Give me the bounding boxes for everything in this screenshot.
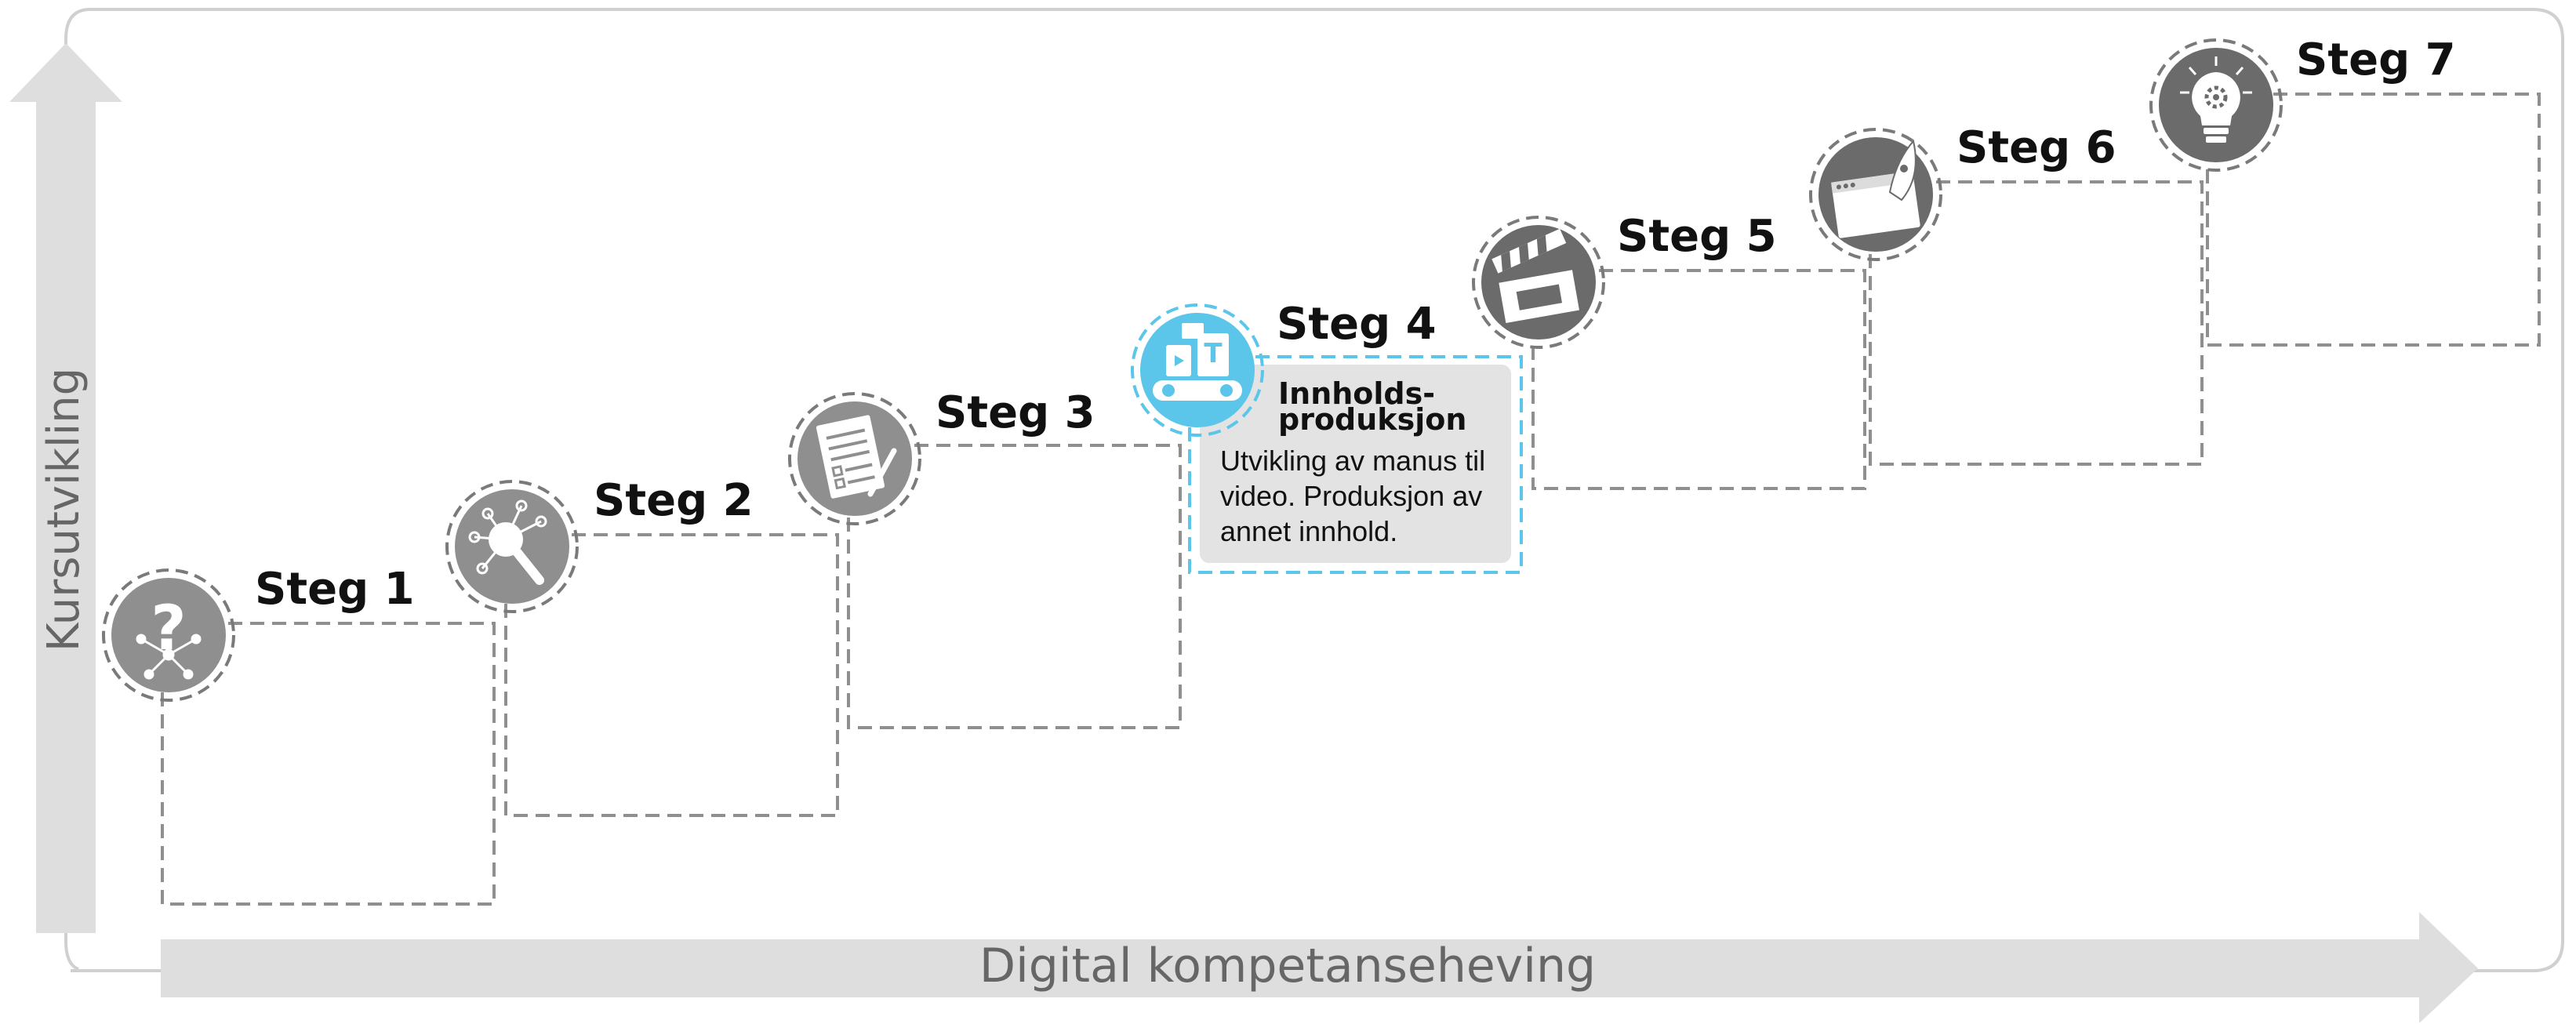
x-axis-arrow <box>161 912 2478 1023</box>
step-4-box <box>1188 355 1523 574</box>
step-2-label: Steg 2 <box>594 475 754 526</box>
step-7-label: Steg 7 <box>2296 34 2456 85</box>
detail-card-title-2: produksjon <box>1278 402 1466 437</box>
x-axis-label: Digital kompetanseheving <box>979 939 1596 993</box>
step-3-box <box>847 444 1182 729</box>
detail-card-body-3: annet innhold. <box>1220 515 1397 547</box>
detail-card-bg <box>1200 365 1511 563</box>
outer-frame <box>71 8 2564 972</box>
svg-text:T: T <box>1204 338 1223 369</box>
detail-card-body-2: video. Produksjon av <box>1220 480 1482 512</box>
step-1-box <box>161 622 496 906</box>
step-1-label: Steg 1 <box>255 564 415 615</box>
detail-card-body-1: Utvikling av manus til <box>1220 445 1485 477</box>
step-5-box <box>1531 269 1866 490</box>
question-network-icon: ? <box>102 568 235 702</box>
step-7-box <box>2206 93 2541 347</box>
step-4-label: Steg 4 <box>1277 299 1437 350</box>
detail-card: Innholds- produksjon Utvikling av manus … <box>1200 365 1511 563</box>
detail-card-title-1: Innholds- <box>1278 376 1435 411</box>
document-checklist-icon <box>788 392 921 525</box>
conveyor-production-icon: T <box>1131 303 1264 437</box>
step-2-box <box>504 533 839 817</box>
y-axis-arrow <box>9 43 122 933</box>
step-3-label: Steg 3 <box>936 387 1095 438</box>
step-5-label: Steg 5 <box>1617 211 1777 262</box>
y-axis-label: Kursutvikling <box>38 368 89 652</box>
lightbulb-gear-icon <box>2149 38 2283 172</box>
step-6-label: Steg 6 <box>1957 122 2116 173</box>
browser-rocket-icon <box>1809 128 1942 261</box>
step-6-box <box>1869 180 2204 466</box>
magnifier-network-icon <box>445 480 579 613</box>
clapperboard-icon <box>1472 216 1605 349</box>
